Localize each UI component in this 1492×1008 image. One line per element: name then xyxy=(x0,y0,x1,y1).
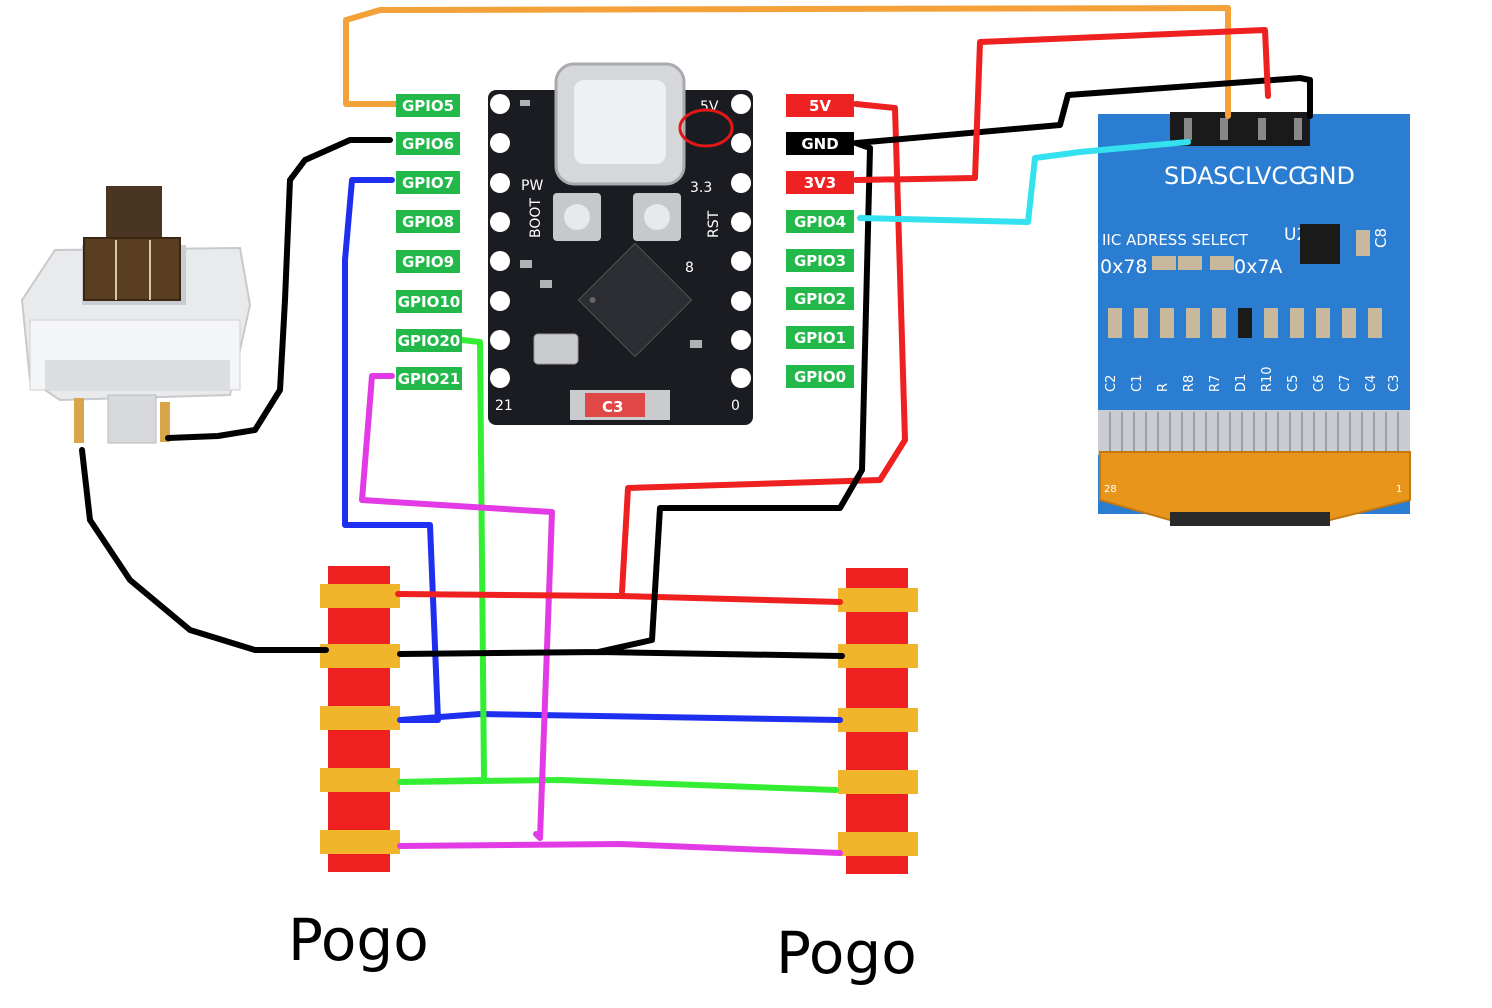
pin-label-gpio4: GPIO4 xyxy=(794,213,846,231)
oled-pin-vcc: VCC xyxy=(1255,162,1305,190)
oled-comp-c3: C3 xyxy=(1387,375,1402,392)
right-pin-labels: 5V GND 3V3 GPIO4 GPIO3 GPIO2 GPIO1 GPIO0 xyxy=(786,94,854,388)
pin-label-gpio21: GPIO21 xyxy=(398,370,461,388)
pin-label-gpio3: GPIO3 xyxy=(794,252,846,270)
pin-label-bg xyxy=(396,94,460,117)
oled-comp-c1: C1 xyxy=(1130,375,1145,392)
pin-label-bg xyxy=(786,210,854,233)
pin-label-gpio7: GPIO7 xyxy=(402,174,454,192)
oled-comp-c4: C4 xyxy=(1364,375,1379,392)
highlight-circle xyxy=(678,108,734,148)
oled-pin-28: 28 xyxy=(1104,484,1117,495)
oled-comp-c5: C5 xyxy=(1286,375,1301,392)
oled-comp-r10: R10 xyxy=(1260,366,1275,392)
pin-label-gpio9: GPIO9 xyxy=(402,253,454,271)
pin-label-bg xyxy=(786,326,854,349)
oled-comp-d1: D1 xyxy=(1234,374,1249,392)
oled-pin-gnd: GND xyxy=(1300,162,1355,190)
pin-label-gnd: GND xyxy=(801,135,838,153)
board-silk-boot: BOOT xyxy=(528,198,544,238)
board-silk-pw: PW xyxy=(521,178,543,194)
pogo-label-left: Pogo xyxy=(288,906,429,974)
pin-label-gpio2: GPIO2 xyxy=(794,290,846,308)
pin-label-bg xyxy=(396,210,460,233)
board-silk-rst: RST xyxy=(706,210,722,238)
pin-label-bg xyxy=(786,94,854,117)
pin-label-bg xyxy=(786,132,854,155)
oled-comp-r: R xyxy=(1156,383,1171,392)
pin-label-bg xyxy=(786,171,854,194)
pin-label-bg xyxy=(396,329,462,352)
pin-label-gpio8: GPIO8 xyxy=(402,213,454,231)
oled-pin-1: 1 xyxy=(1396,484,1402,495)
oled-comp-r8: R8 xyxy=(1182,375,1197,392)
wire-orange-scl xyxy=(343,5,1231,119)
wire-magenta-gpio21 xyxy=(359,373,843,856)
board-silk-21: 21 xyxy=(495,398,513,414)
pin-label-bg xyxy=(396,250,460,273)
pin-label-bg xyxy=(396,290,462,313)
wire-cyan-gpio4 xyxy=(857,139,1191,225)
oled-comp-c7: C7 xyxy=(1338,375,1353,392)
esp32-c3-board: C3 5V PW 3.3 BOOT RST 8 21 0 xyxy=(488,62,753,425)
oled-addr-78: 0x78 xyxy=(1100,256,1148,278)
pin-label-bg xyxy=(396,132,460,155)
pin-label-gpio6: GPIO6 xyxy=(402,135,454,153)
pin-label-3v3: 3V3 xyxy=(804,174,836,192)
pin-label-gpio0: GPIO0 xyxy=(794,368,846,386)
pin-label-gpio1: GPIO1 xyxy=(794,329,846,347)
pin-label-gpio20: GPIO20 xyxy=(398,332,461,350)
wire-green-gpio20 xyxy=(397,337,839,793)
board-silk-c3: C3 xyxy=(602,398,623,416)
wire-black-oled-gnd xyxy=(853,75,1313,146)
pin-label-5v: 5V xyxy=(809,97,831,115)
oled-comp-c2: C2 xyxy=(1104,375,1119,392)
board-silk-0: 0 xyxy=(731,398,740,414)
pin-label-gpio5: GPIO5 xyxy=(402,97,454,115)
oled-iic-label: IIC ADRESS SELECT xyxy=(1102,231,1249,249)
key-switch xyxy=(20,186,252,444)
pin-label-bg xyxy=(786,249,854,272)
wire-blue-gpio7 xyxy=(342,177,843,723)
pogo-label-right: Pogo xyxy=(776,919,917,987)
pin-label-gpio10: GPIO10 xyxy=(398,293,461,311)
wire-red-5v xyxy=(395,101,908,605)
oled-c8: C8 xyxy=(1372,228,1390,248)
oled-comp-r7: R7 xyxy=(1208,375,1223,392)
pogo-connector-left xyxy=(320,566,400,872)
pin-label-bg xyxy=(396,367,462,390)
wire-black-switch-gnd xyxy=(79,447,329,653)
pin-label-bg xyxy=(786,287,854,310)
oled-addr-7a: 0x7A xyxy=(1234,256,1282,278)
oled-comp-c6: C6 xyxy=(1312,375,1327,392)
wire-black-gnd xyxy=(397,140,873,659)
pogo-connector-right xyxy=(838,568,918,874)
board-silk-33: 3.3 xyxy=(690,180,712,196)
left-pin-labels: GPIO5 GPIO6 GPIO7 GPIO8 GPIO9 GPIO10 GPI… xyxy=(396,94,462,390)
pin-label-bg xyxy=(396,171,460,194)
oled-display: 28 1 SDA SCL VCC GND IIC ADRESS SELECT 0… xyxy=(1098,112,1411,526)
oled-pin-sda: SDA xyxy=(1164,162,1214,190)
wire-black-switch xyxy=(165,137,393,441)
wire-red-3v3 xyxy=(853,27,1271,183)
board-silk-8: 8 xyxy=(685,260,694,276)
oled-pin-scl: SCL xyxy=(1213,162,1259,190)
pin-label-bg xyxy=(786,365,854,388)
